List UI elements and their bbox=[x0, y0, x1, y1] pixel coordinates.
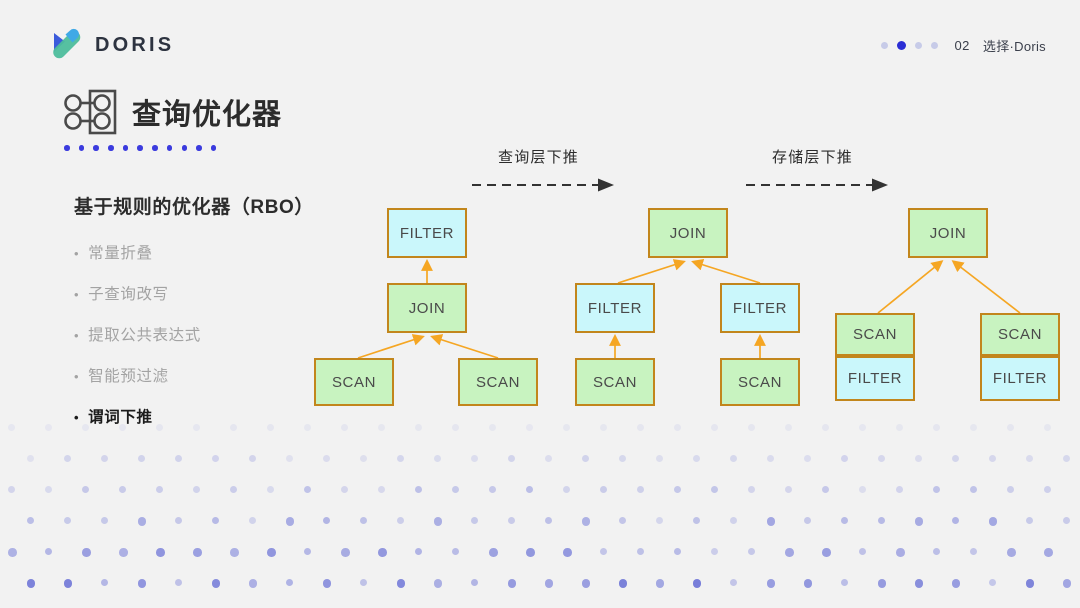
decorative-dot-pattern bbox=[0, 418, 1080, 608]
plan-node-join: JOIN bbox=[908, 208, 988, 258]
pager-dot-2[interactable] bbox=[897, 41, 907, 50]
title-accent-dot bbox=[166, 145, 173, 151]
plan-node-scan: SCAN bbox=[458, 358, 538, 406]
pushdown-diagram: 查询层下推 存储层下推 bbox=[300, 130, 1080, 430]
bullet-dot-icon: • bbox=[74, 410, 80, 425]
bullet-dot-icon: • bbox=[74, 369, 80, 384]
title-accent-dot bbox=[64, 145, 70, 151]
dashed-right-arrow-storage-layer bbox=[746, 178, 888, 192]
slide-pager: 02 选择·Doris bbox=[881, 36, 1046, 55]
bullet-dot-icon: • bbox=[74, 246, 80, 261]
plan-node-scan: SCAN bbox=[575, 358, 655, 406]
plan-node-scan: SCAN bbox=[980, 313, 1060, 356]
rbo-rule-label: 提取公共表达式 bbox=[88, 327, 201, 344]
page-title: 查询优化器 bbox=[132, 99, 283, 131]
rbo-rule-label: 智能预过滤 bbox=[88, 368, 169, 385]
plan-node-filter: FILTER bbox=[835, 356, 915, 401]
brand-name: DORIS bbox=[95, 33, 175, 56]
plan-node-filter: FILTER bbox=[720, 283, 800, 333]
plan-node-join: JOIN bbox=[648, 208, 728, 258]
title-accent-dot bbox=[122, 145, 129, 151]
rbo-rule-item[interactable]: • 智能预过滤 bbox=[74, 364, 374, 386]
rbo-rule-list: • 常量折叠 • 子查询改写 • 提取公共表达式 • 智能预过滤 • 谓词下推 bbox=[74, 241, 374, 427]
transition-label-query-layer: 查询层下推 bbox=[498, 149, 580, 166]
title-accent-dot bbox=[181, 145, 187, 151]
plan-node-scan: SCAN bbox=[720, 358, 800, 406]
brand-logo[interactable]: DORIS bbox=[50, 28, 174, 62]
title-accent-dot bbox=[196, 145, 202, 151]
bullet-dot-icon: • bbox=[74, 287, 80, 302]
pager-dots[interactable] bbox=[881, 41, 939, 50]
section-title-block: 查询优化器 bbox=[62, 88, 282, 136]
title-accent-dots bbox=[64, 145, 217, 151]
pager-dot-1[interactable] bbox=[881, 42, 889, 49]
rbo-rule-item-active[interactable]: • 谓词下推 bbox=[74, 405, 374, 427]
rbo-rule-label: 子查询改写 bbox=[88, 286, 169, 303]
pager-dot-3[interactable] bbox=[915, 42, 923, 49]
rbo-rule-label: 常量折叠 bbox=[88, 245, 153, 262]
plan-node-join: JOIN bbox=[387, 283, 467, 333]
rbo-rule-label: 谓词下推 bbox=[88, 409, 153, 426]
plan-node-filter: FILTER bbox=[575, 283, 655, 333]
doris-logo-icon bbox=[50, 28, 84, 62]
title-accent-dot bbox=[210, 145, 217, 151]
bullet-dot-icon: • bbox=[74, 328, 80, 343]
rbo-panel: 基于规则的优化器（RBO） •常量折叠•子查询改写•提取公共表达式•智能预过滤•… bbox=[74, 192, 374, 446]
plan-node-filter: FILTER bbox=[980, 356, 1060, 401]
rbo-rule-item[interactable]: • 常量折叠 bbox=[74, 241, 374, 263]
title-accent-dot bbox=[93, 145, 99, 151]
query-plan-nodes-icon bbox=[62, 88, 118, 136]
rbo-rule-item[interactable]: • 提取公共表达式 bbox=[74, 323, 374, 345]
title-accent-dot bbox=[78, 145, 85, 151]
plan-node-scan: SCAN bbox=[314, 358, 394, 406]
pager-label: 选择·Doris bbox=[982, 39, 1046, 54]
pager-dot-4[interactable] bbox=[931, 42, 939, 49]
title-accent-dot bbox=[137, 145, 143, 151]
plan-node-filter: FILTER bbox=[387, 208, 467, 258]
title-accent-dot bbox=[152, 145, 158, 151]
tree-edges bbox=[357, 258, 1021, 359]
slide-header: DORIS 02 选择·Doris bbox=[0, 0, 1080, 84]
transition-label-storage-layer: 存储层下推 bbox=[772, 149, 854, 166]
pager-number: 02 bbox=[954, 38, 970, 53]
title-accent-dot bbox=[108, 145, 114, 151]
dashed-right-arrow-query-layer bbox=[472, 178, 614, 192]
rbo-rule-item[interactable]: • 子查询改写 bbox=[74, 282, 374, 304]
plan-node-scan: SCAN bbox=[835, 313, 915, 356]
rbo-heading: 基于规则的优化器（RBO） bbox=[74, 197, 315, 218]
